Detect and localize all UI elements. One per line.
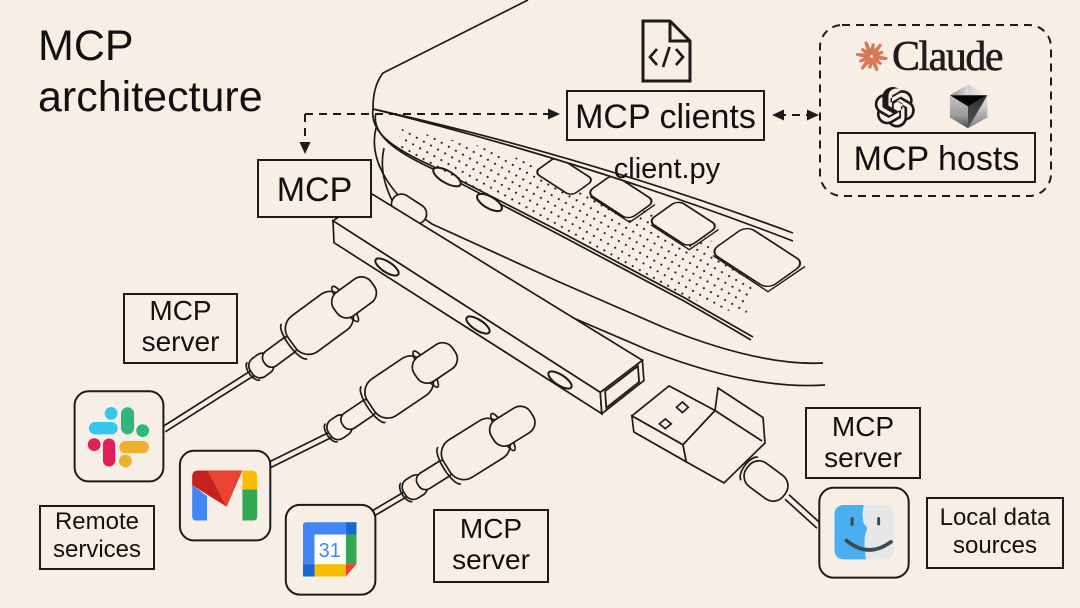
svg-text:MCP clients: MCP clients <box>575 98 756 136</box>
svg-text:Claude: Claude <box>892 34 1003 80</box>
svg-text:MCP: MCP <box>149 295 211 326</box>
svg-text:MCP: MCP <box>832 411 894 442</box>
svg-text:server: server <box>452 544 530 575</box>
svg-text:server: server <box>824 442 902 473</box>
svg-text:31: 31 <box>319 540 341 562</box>
svg-text:Remote: Remote <box>55 508 139 535</box>
svg-text:MCP: MCP <box>460 513 522 544</box>
svg-text:server: server <box>142 326 220 357</box>
svg-text:sources: sources <box>953 532 1037 559</box>
svg-text:MCP hosts: MCP hosts <box>854 140 1020 178</box>
svg-text:client.py: client.py <box>614 153 721 185</box>
svg-text:architecture: architecture <box>38 73 263 121</box>
svg-text:MCP: MCP <box>38 22 134 70</box>
svg-text:services: services <box>53 536 141 563</box>
svg-text:MCP: MCP <box>277 171 353 209</box>
svg-text:Local data: Local data <box>940 504 1051 531</box>
